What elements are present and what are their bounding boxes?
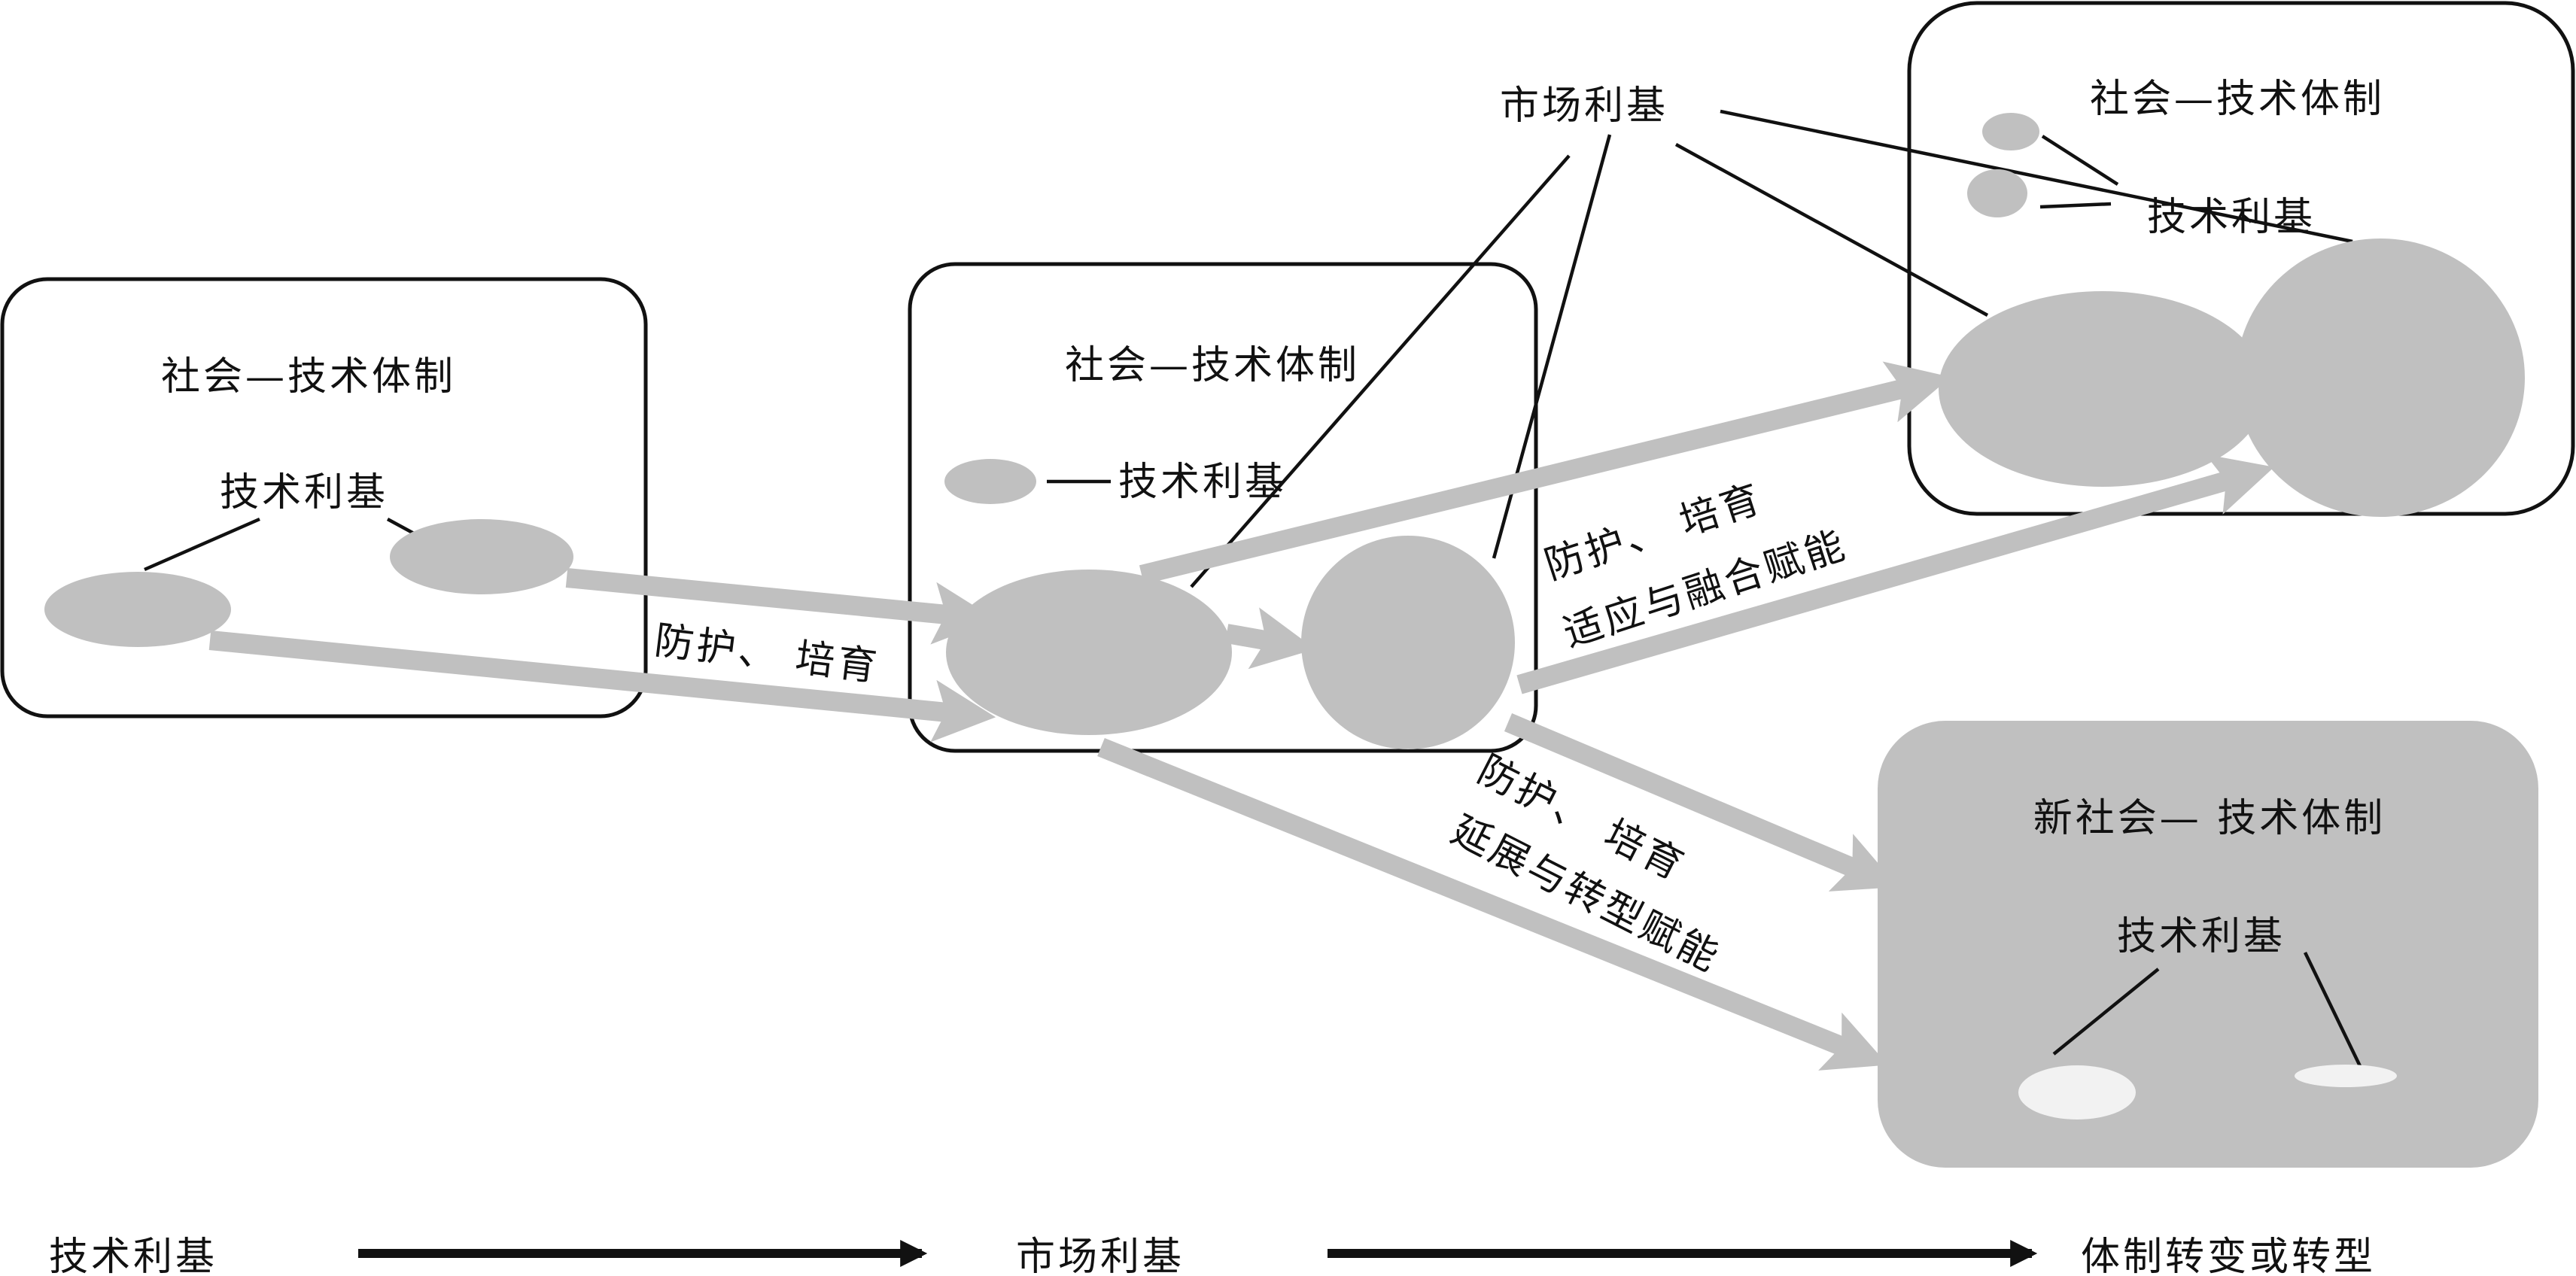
leader-line (1190, 154, 1571, 588)
market-niche-shape (946, 570, 1232, 735)
market-niche-label: 市场利基 (1500, 84, 1668, 129)
tech-niche-shape (944, 459, 1036, 504)
regime-1-niche-label: 技术利基 (220, 470, 388, 515)
flow-arrow (1139, 361, 1951, 585)
regime-element-shape (1939, 291, 2267, 487)
regime-2-niche-label: 技术利基 (1118, 460, 1287, 505)
regime-2-title: 社会—技术体制 (1065, 343, 1360, 388)
leader-line (2039, 202, 2112, 209)
flow-arrow (1224, 607, 1315, 670)
tech-niche-shape (390, 519, 573, 594)
tech-niche-shape (1967, 169, 2027, 217)
flow-arrow (565, 568, 996, 645)
new-regime-title: 新社会— 技术体制 (2033, 796, 2386, 841)
timeline-stage-tech-niche: 技术利基 (49, 1235, 217, 1276)
flow-arrow (1097, 737, 1888, 1071)
timeline-stage-regime-transition: 体制转变或转型 (2081, 1235, 2376, 1276)
regime-3-title: 社会—技术体制 (2090, 77, 2385, 122)
flow-arrow (1504, 713, 1899, 892)
regime-1-title: 社会—技术体制 (161, 354, 456, 400)
timeline-stage-market-niche: 市场利基 (1016, 1235, 1185, 1276)
tech-niche-shape (2295, 1065, 2397, 1087)
flow-arrow (208, 630, 996, 743)
leader-line (2303, 952, 2363, 1068)
leader-line (2052, 968, 2160, 1056)
regime-element-shape (2236, 238, 2525, 517)
new-regime-niche-label: 技术利基 (2117, 914, 2286, 959)
tech-niche-shape (2018, 1065, 2136, 1120)
leader-line (144, 517, 260, 572)
leader-line (2041, 135, 2119, 186)
new-regime-box (1878, 721, 2538, 1168)
tech-niche-shape (44, 572, 231, 647)
leader-line (1720, 109, 2353, 244)
leader-line (386, 518, 415, 535)
flow-arrow (1516, 454, 2274, 694)
leader-line (1674, 143, 1989, 317)
market-niche-shape (1301, 536, 1515, 749)
tech-niche-shape (1982, 113, 2039, 150)
